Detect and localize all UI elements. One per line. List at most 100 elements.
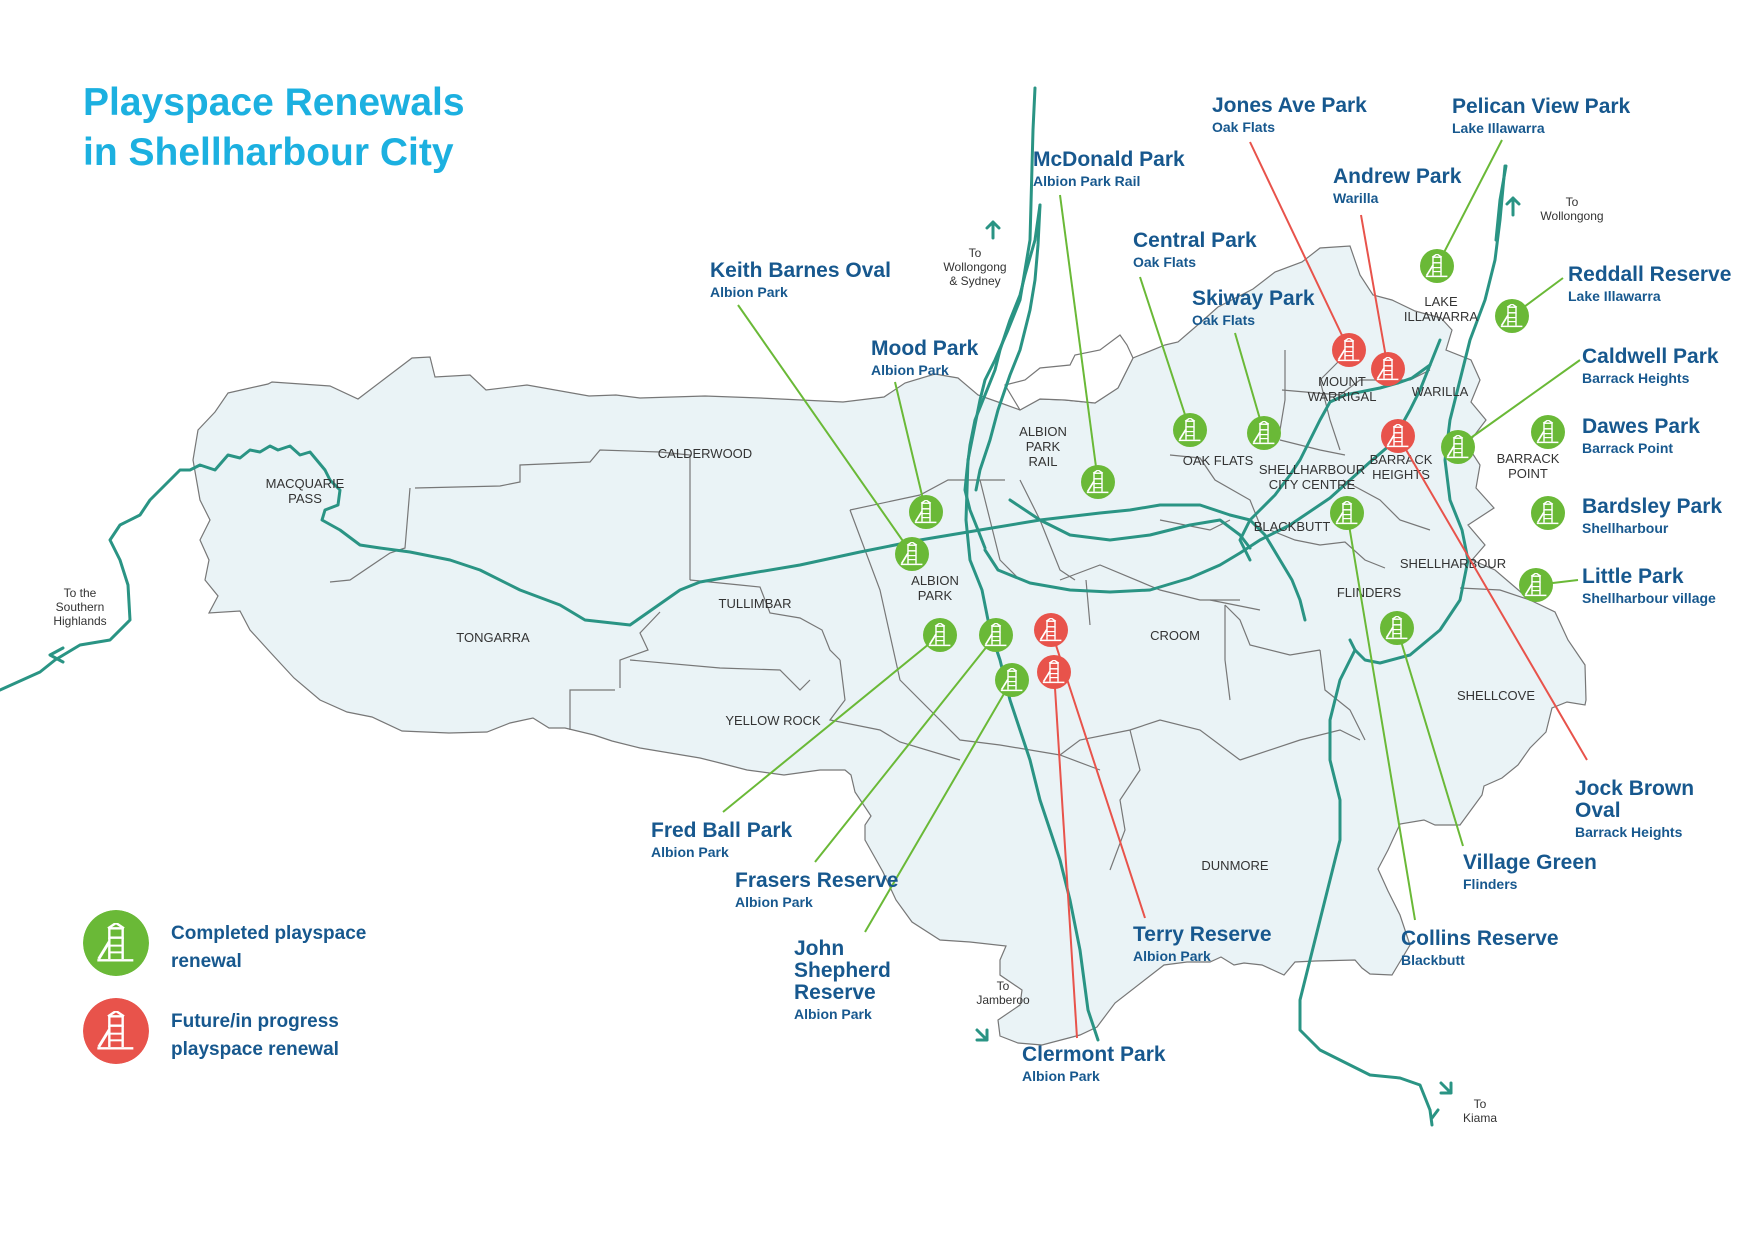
legend-completed-icon	[83, 910, 149, 976]
playground-icon[interactable]	[1037, 655, 1071, 689]
title-line-2: in Shellharbour City	[83, 131, 454, 174]
playground-icon[interactable]	[1173, 413, 1207, 447]
roads	[0, 86, 1508, 1127]
direction-arrows	[48, 196, 1521, 1095]
playground-icon[interactable]	[895, 537, 929, 571]
playground-icon[interactable]	[1371, 352, 1405, 386]
suburb-label: DUNMORE	[1201, 858, 1268, 873]
page-title: Playspace Renewals in Shellharbour City	[83, 78, 465, 178]
playground-icon[interactable]	[1330, 496, 1364, 530]
playground-icon[interactable]	[1081, 465, 1115, 499]
leader-line	[1234, 332, 1265, 434]
playground-icon[interactable]	[1332, 333, 1366, 367]
suburb-label: WARILLA	[1412, 384, 1469, 399]
playground-icon[interactable]	[909, 495, 943, 529]
leader-line	[1346, 512, 1416, 921]
playground-icon[interactable]	[979, 618, 1013, 652]
lake-illawarra-shore	[1004, 334, 1134, 411]
playground-icon[interactable]	[923, 618, 957, 652]
leader-line	[1249, 141, 1350, 351]
leader-line	[1397, 435, 1588, 761]
playground-icon[interactable]	[1441, 430, 1475, 464]
playground-icon[interactable]	[995, 663, 1029, 697]
suburb-label: TULLIMBAR	[719, 596, 792, 611]
leader-line	[1436, 139, 1503, 267]
suburb-label: SHELLHARBOUR	[1400, 556, 1506, 571]
leader-line	[722, 634, 941, 813]
playground-icon[interactable]	[1420, 249, 1454, 283]
suburb-label: FLINDERS	[1337, 585, 1402, 600]
leader-line	[864, 679, 1013, 933]
leader-line	[1053, 671, 1078, 1039]
arrow-southern-highlands-icon	[48, 646, 65, 664]
arrow-wollongong-sydney-icon	[985, 220, 1001, 240]
arrow-jamberoo-icon	[975, 1028, 989, 1042]
leader-line	[1457, 359, 1581, 448]
legend-future-icon	[83, 998, 149, 1064]
leader-line	[1059, 194, 1099, 483]
leader-line	[1396, 627, 1464, 847]
park-markers	[895, 249, 1565, 697]
playground-icon[interactable]	[1495, 299, 1529, 333]
leader-line	[894, 381, 927, 513]
leader-line	[737, 304, 913, 555]
suburb-label: TONGARRA	[456, 630, 530, 645]
playground-icon[interactable]	[1531, 415, 1565, 449]
playground-icon[interactable]	[1247, 416, 1281, 450]
arrow-kiama-icon	[1439, 1081, 1453, 1095]
leader-line	[814, 634, 997, 863]
playground-icon[interactable]	[1531, 496, 1565, 530]
suburb-label: CALDERWOOD	[658, 446, 752, 461]
suburb-label: SHELLCOVE	[1457, 688, 1535, 703]
suburb-label: OAK FLATS	[1183, 453, 1254, 468]
suburb-label: YELLOW ROCK	[725, 713, 821, 728]
suburb-label: CROOM	[1150, 628, 1200, 643]
playground-icon[interactable]	[1519, 568, 1553, 602]
playground-icon[interactable]	[1380, 611, 1414, 645]
leader-line	[1139, 276, 1191, 431]
playground-icon[interactable]	[1381, 419, 1415, 453]
playground-icon[interactable]	[1034, 613, 1068, 647]
